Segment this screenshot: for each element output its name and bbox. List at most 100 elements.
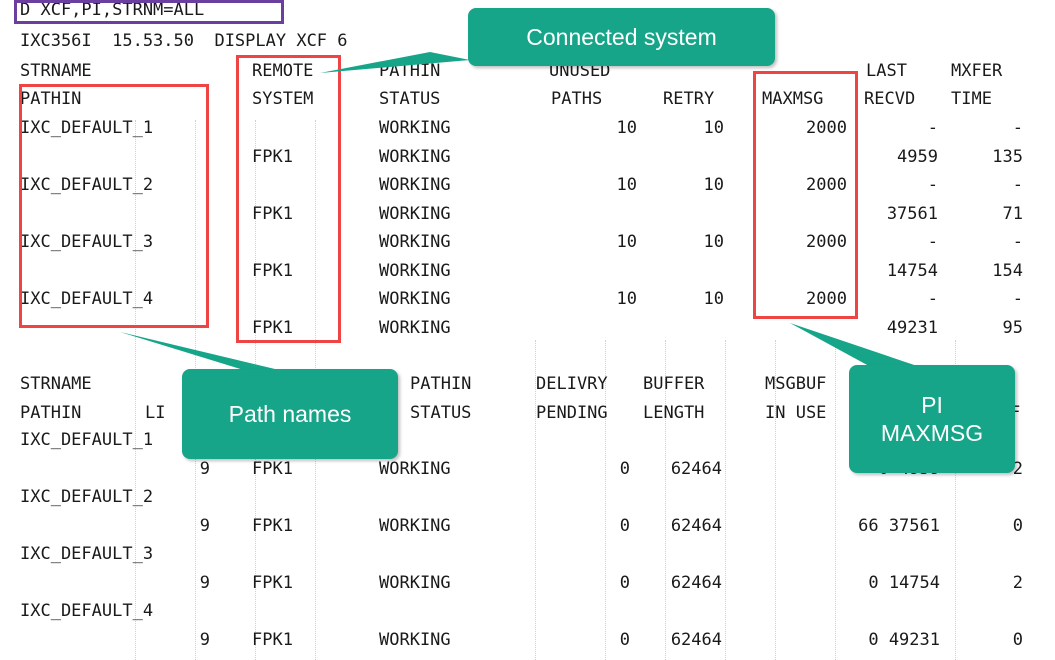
s1-cell-status: WORKING xyxy=(379,232,451,252)
s1-cell-maxmsg: 2000 xyxy=(806,118,847,138)
s1-header-pathin: PATHIN xyxy=(379,61,441,81)
s2-cell-msgbuf-in-use: 66 37561 xyxy=(858,515,940,536)
s1-header-recvd: RECVD xyxy=(864,89,916,109)
s1-cell-mxfer-time: 154 xyxy=(992,260,1023,281)
s2-cell-strname: IXC_DEFAULT_4 xyxy=(20,601,154,621)
s2-cell-li: 9 xyxy=(199,458,210,479)
connected-system-callout: Connected system xyxy=(468,8,775,66)
s2-cell-msgbuf-in-use: 0 49231 xyxy=(868,629,940,650)
s2-header-pathin-col: PATHIN xyxy=(20,403,82,423)
s1-cell-maxmsg: 2000 xyxy=(806,175,847,195)
s1-cell-last-recvd: 14754 xyxy=(886,260,938,281)
s1-header-mxfer: MXFER xyxy=(951,61,1003,81)
s1-cell-unused-paths: 10 xyxy=(616,175,637,195)
s1-cell-status: WORKING xyxy=(379,118,451,138)
s1-cell-mxfer-time: 71 xyxy=(1002,203,1023,224)
s1-cell-last-recvd: - xyxy=(927,232,938,252)
path-names-callout: Path names xyxy=(182,369,398,459)
column-guide xyxy=(605,340,606,660)
s2-header-msgbuf: MSGBUF xyxy=(765,374,827,394)
s2-cell-buffer-length: 62464 xyxy=(670,515,722,536)
s2-cell-strname: IXC_DEFAULT_1 xyxy=(20,430,154,450)
s2-cell-strname: IXC_DEFAULT_3 xyxy=(20,544,154,564)
s1-cell-last-recvd: 4959 xyxy=(897,146,938,167)
s1-cell-status: WORKING xyxy=(379,289,451,309)
s1-header-time: TIME xyxy=(951,89,992,109)
s1-cell-status: WORKING xyxy=(379,317,451,338)
column-guide xyxy=(725,340,726,660)
pi-maxmsg-label-line1: PI xyxy=(921,392,943,418)
s1-cell-mxfer-time: 135 xyxy=(992,146,1023,167)
s1-cell-last-recvd: 37561 xyxy=(886,203,938,224)
path-names-label: Path names xyxy=(228,401,352,427)
s2-cell-li: 9 xyxy=(199,572,210,593)
s1-header-remote: REMOTE xyxy=(252,61,314,81)
command-highlight-box xyxy=(14,0,284,24)
s1-header-pathin-col: PATHIN xyxy=(20,89,82,109)
s1-cell-strname: IXC_DEFAULT_3 xyxy=(20,232,154,252)
s2-cell-status: WORKING xyxy=(379,515,451,536)
column-guide xyxy=(665,340,666,660)
s2-header-strname: STRNAME xyxy=(20,374,92,394)
s2-cell-delivry-pending: 0 xyxy=(619,629,630,650)
s2-cell-status: WORKING xyxy=(379,458,451,479)
s1-cell-retry: 10 xyxy=(703,289,724,309)
s1-cell-mxfer-time: - xyxy=(1012,289,1023,309)
connected-system-label: Connected system xyxy=(526,24,717,50)
pi-maxmsg-callout: PI MAXMSG xyxy=(849,365,1015,473)
s1-header-system: SYSTEM xyxy=(252,89,314,109)
s1-cell-system: FPK1 xyxy=(252,203,293,224)
s1-cell-mxfer-time: - xyxy=(1012,232,1023,252)
s2-cell-system: FPK1 xyxy=(252,629,293,650)
s2-cell-buffer-length: 62464 xyxy=(670,572,722,593)
s2-header-length: LENGTH xyxy=(643,403,705,423)
s1-cell-last-recvd: 49231 xyxy=(886,317,938,338)
s2-header-pending: PENDING xyxy=(536,403,608,423)
s1-header-last: LAST xyxy=(866,61,907,81)
s2-header-f: F xyxy=(1010,403,1021,423)
column-guide xyxy=(775,340,776,660)
s2-cell-f: 2 xyxy=(1012,572,1023,593)
s2-cell-msgbuf-in-use: 0 14754 xyxy=(868,572,940,593)
s2-header-buffer: BUFFER xyxy=(643,374,705,394)
column-guide xyxy=(535,340,536,660)
s1-cell-strname: IXC_DEFAULT_1 xyxy=(20,118,154,138)
s2-cell-strname: IXC_DEFAULT_2 xyxy=(20,487,154,507)
s1-cell-status: WORKING xyxy=(379,203,451,224)
s1-cell-status: WORKING xyxy=(379,175,451,195)
s1-cell-mxfer-time: - xyxy=(1012,175,1023,195)
s2-header-pathin: PATHIN xyxy=(410,374,472,394)
s2-cell-status: WORKING xyxy=(379,629,451,650)
s1-cell-maxmsg: 2000 xyxy=(806,232,847,252)
s2-cell-delivry-pending: 0 xyxy=(619,515,630,536)
s1-cell-system: FPK1 xyxy=(252,146,293,167)
s1-header-strname: STRNAME xyxy=(20,61,92,81)
s2-header-delivry: DELIVRY xyxy=(536,374,608,394)
s1-cell-maxmsg: 2000 xyxy=(806,289,847,309)
s2-header-status: STATUS xyxy=(410,403,472,423)
s1-header-maxmsg: MAXMSG xyxy=(762,89,824,109)
s2-cell-buffer-length: 62464 xyxy=(670,629,722,650)
maxmsg-highlight xyxy=(753,71,858,319)
s1-cell-strname: IXC_DEFAULT_4 xyxy=(20,289,154,309)
s1-cell-unused-paths: 10 xyxy=(616,118,637,138)
s2-cell-li: 9 xyxy=(199,629,210,650)
s2-cell-buffer-length: 62464 xyxy=(670,458,722,479)
s2-cell-f: 2 xyxy=(1012,458,1023,479)
path-names-highlight xyxy=(19,84,209,328)
s1-header-retry: RETRY xyxy=(663,89,715,109)
s1-cell-status: WORKING xyxy=(379,260,451,281)
s1-cell-strname: IXC_DEFAULT_2 xyxy=(20,175,154,195)
s1-header-unused: UNUSED xyxy=(549,61,611,81)
s1-cell-mxfer-time: - xyxy=(1012,118,1023,138)
s2-header-inuse: IN USE xyxy=(765,403,827,423)
s2-cell-li: 9 xyxy=(199,515,210,536)
s1-cell-system: FPK1 xyxy=(252,260,293,281)
s2-cell-status: WORKING xyxy=(379,572,451,593)
s2-cell-f: 0 xyxy=(1012,515,1023,536)
s1-header-status: STATUS xyxy=(379,89,441,109)
s1-cell-last-recvd: - xyxy=(927,118,938,138)
column-guide xyxy=(135,120,136,660)
pi-maxmsg-label-line2: MAXMSG xyxy=(880,420,984,446)
